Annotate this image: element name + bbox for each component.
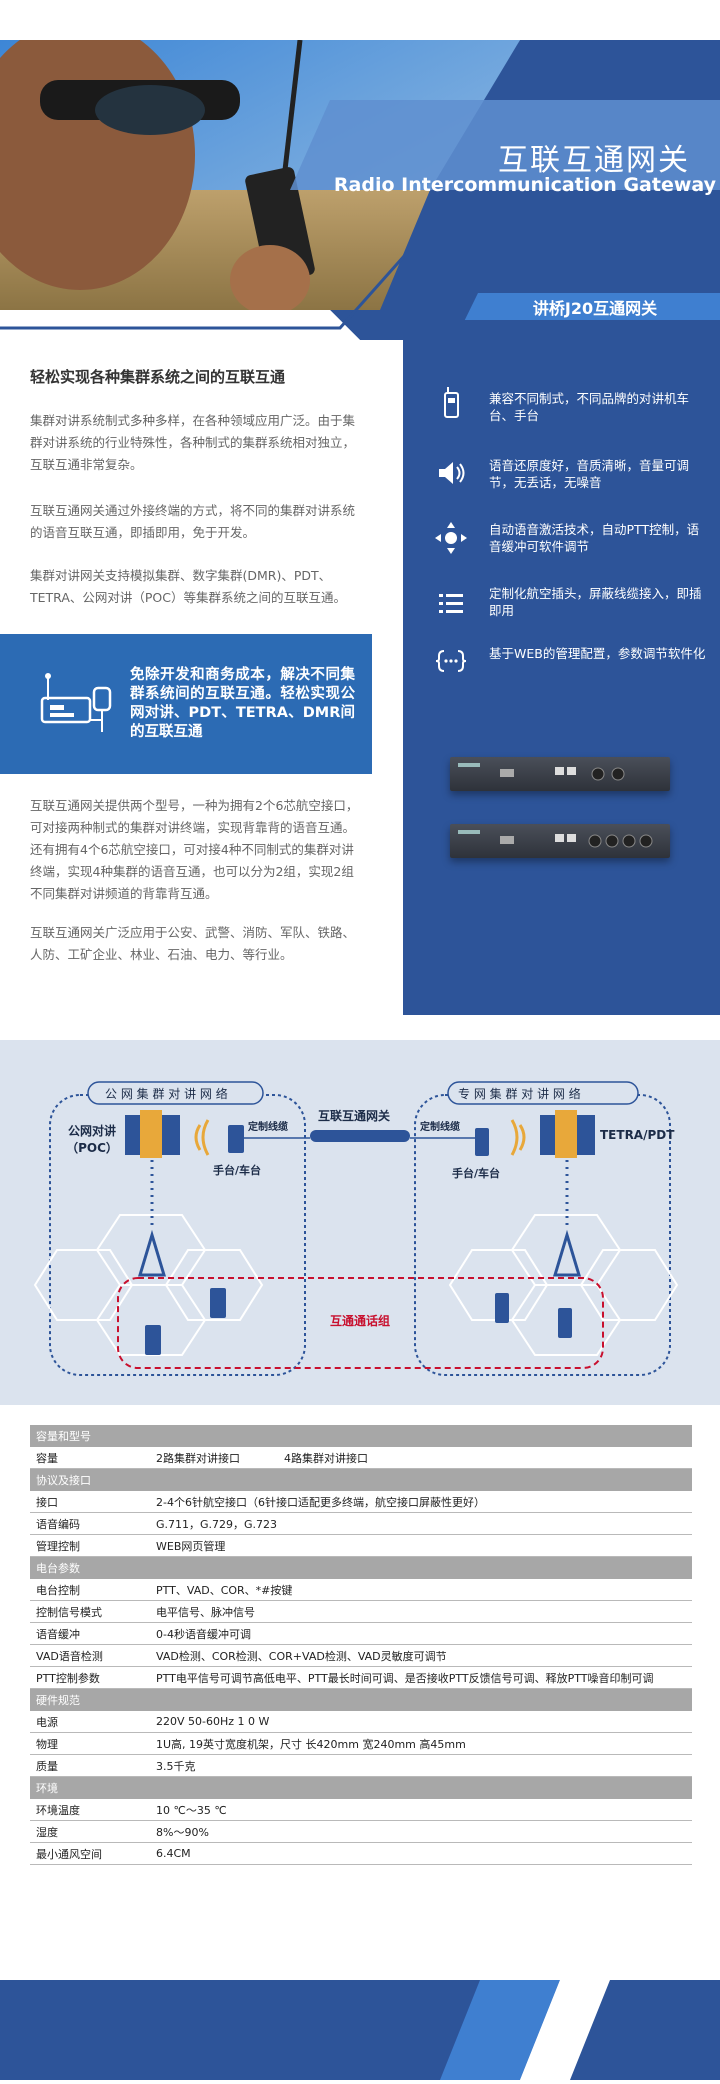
spec-value: 8%～90% [150,1820,692,1843]
feature-text: 语音还原度好，音质清晰，音量可调节，无丢话，无噪音 [489,458,690,490]
intro-paragraph: 集群对讲网关支持模拟集群、数字集群(DMR)、PDT、TETRA、公网对讲（PO… [30,568,347,605]
spec-value: 0-4秒语音缓冲可调 [150,1622,692,1645]
cable-label-left: 定制线缆 [248,1122,288,1133]
cable-label-right: 定制线缆 [420,1122,460,1133]
feature-text: 自动语音激活技术，自动PTT控制，语音缓冲可软件调节 [489,522,700,554]
intro-paragraph: 集群对讲系统制式多种多样，在各种领域应用广泛。由于集群对讲系统的行业特殊性，各种… [30,413,356,472]
spec-section-row: 容量和型号 [30,1425,692,1447]
terminal-label-right: 手台/车台 [452,1167,501,1180]
spec-value: 10 ℃～35 ℃ [150,1798,692,1821]
product-banner: 讲桥J20互通网关 [532,299,658,318]
spec-row: 控制信号模式电平信号、脉冲信号 [30,1600,692,1623]
spec-section-row: 环境 [30,1776,692,1799]
left-network-label: 公 网 集 群 对 讲 网 络 [105,1087,228,1101]
spec-key: 电台控制 [30,1578,150,1601]
list-icon [433,585,469,621]
spec-key: 环境温度 [30,1798,150,1821]
spec-key: 接口 [30,1490,150,1513]
spec-key: 语音缓冲 [30,1622,150,1645]
gateway-icon [40,673,112,732]
spec-value: 6.4CM [150,1842,692,1865]
spec-key: 语音编码 [30,1512,150,1535]
spec-value: PTT电平信号可调节高低电平、PTT最长时间可调、是否接收PTT反馈信号可调、释… [150,1666,692,1689]
spec-section-row: 硬件规范 [30,1688,692,1711]
spec-key: 物理 [30,1732,150,1755]
gateway-device-2port [450,757,670,791]
feature-text: 兼容不同制式，不同品牌的对讲机车台、手台 [489,391,690,423]
feature-panel [403,320,720,1015]
spec-key: 电源 [30,1710,150,1733]
intro-paragraph: 互联互通网关广泛应用于公安、武警、消防、军队、铁路、人防、工矿企业、林业、石油、… [30,925,356,962]
feature-text: 定制化航空插头，屏蔽线缆接入，即插即用 [489,586,702,618]
spec-section-row: 电台参数 [30,1556,692,1579]
feature-text: 基于WEB的管理配置，参数调节软件化 [489,646,706,661]
spec-value: 2-4个6针航空接口（6针接口适配更多终端，航空接口屏蔽性更好） [150,1490,692,1513]
right-system-label: TETRA/PDT [600,1128,675,1142]
spec-section-title: 电台参数 [30,1556,692,1579]
spec-key: 管理控制 [30,1534,150,1557]
spec-key: VAD语音检测 [30,1644,150,1667]
spec-section-title: 协议及接口 [30,1468,692,1491]
spec-section-title: 环境 [30,1776,692,1799]
spec-key: 质量 [30,1754,150,1777]
speaker-icon [433,455,469,491]
gateway-label: 互联互通网关 [318,1109,391,1123]
spec-key: 最小通风空间 [30,1842,150,1865]
gateway-device-4port [450,824,670,858]
spec-key: 湿度 [30,1820,150,1843]
spec-key: 控制信号模式 [30,1600,150,1623]
intro-paragraph: 互联互通网关提供两个型号，一种为拥有2个6芯航空接口，可对接两种制式的集群对讲终… [30,798,359,901]
intro-paragraph: 互联互通网关通过外接终端的方式，将不同的集群对讲系统的语音互联互通，即插即用，免… [30,503,356,540]
page-title: 互联互通网关 [498,143,690,178]
spec-value: WEB网页管理 [150,1534,692,1557]
spec-value: G.711，G.729，G.723 [150,1512,692,1535]
left-system-label: 公网对讲 （POC） [66,1124,118,1155]
spec-value: 220V 50-60Hz 1 0 W [150,1710,692,1733]
spec-value: PTT、VAD、COR、*#按键 [150,1578,692,1601]
spec-section-row: 协议及接口 [30,1468,692,1491]
spec-value: 2路集群对讲接口 4路集群对讲接口 [150,1446,692,1469]
ptt-icon [433,520,469,556]
intro-heading: 轻松实现各种集群系统之间的互联互通 [30,368,286,386]
spec-section-title: 容量和型号 [30,1425,692,1447]
web-icon [433,643,469,679]
highlight-text: 免除开发和商务成本，解决不同集群系统间的互联互通。轻松实现公网对讲、PDT、TE… [130,667,355,740]
radio-icon [433,385,469,421]
spec-value: 1U高, 19英寸宽度机架，尺寸 长420mm 宽240mm 高45mm [150,1732,692,1755]
terminal-label-left: 手台/车台 [213,1164,262,1177]
footer-banner [0,1970,720,2080]
highlight-box [0,634,372,774]
spec-value: 电平信号、脉冲信号 [150,1600,692,1623]
right-network-label: 专 网 集 群 对 讲 网 络 [458,1087,581,1101]
network-diagram: 公 网 集 群 对 讲 网 络 专 网 集 群 对 讲 网 络 互联互通网关 公… [0,1040,720,1405]
spec-key: 容量 [30,1446,150,1469]
spec-key: PTT控制参数 [30,1666,150,1689]
spec-value: VAD检测、COR检测、COR+VAD检测、VAD灵敏度可调节 [150,1644,692,1667]
page-subtitle: Radio Intercommunication Gateway [333,174,716,196]
spec-value: 3.5千克 [150,1754,692,1777]
group-label: 互通通话组 [330,1314,391,1328]
spec-section-title: 硬件规范 [30,1688,692,1711]
